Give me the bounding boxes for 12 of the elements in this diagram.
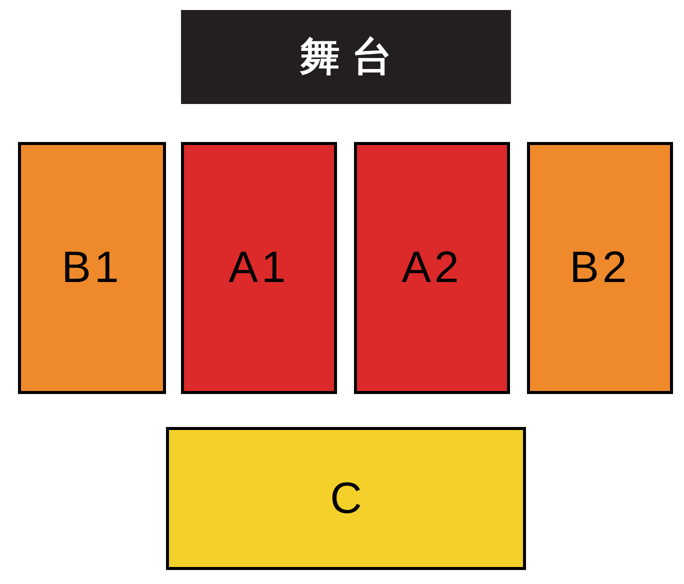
seating-section — [354, 142, 510, 394]
section-label: A1 — [228, 246, 290, 290]
seating-section — [181, 142, 337, 394]
section-label: C — [330, 476, 362, 520]
seating-section — [18, 142, 166, 394]
section-label: B1 — [62, 246, 122, 290]
stage-label: 舞台 — [298, 37, 404, 77]
stage-block — [181, 10, 511, 104]
seating-section — [527, 142, 673, 394]
section-label: B2 — [570, 246, 630, 290]
section-label: A2 — [402, 246, 462, 290]
seating-section — [166, 427, 526, 570]
